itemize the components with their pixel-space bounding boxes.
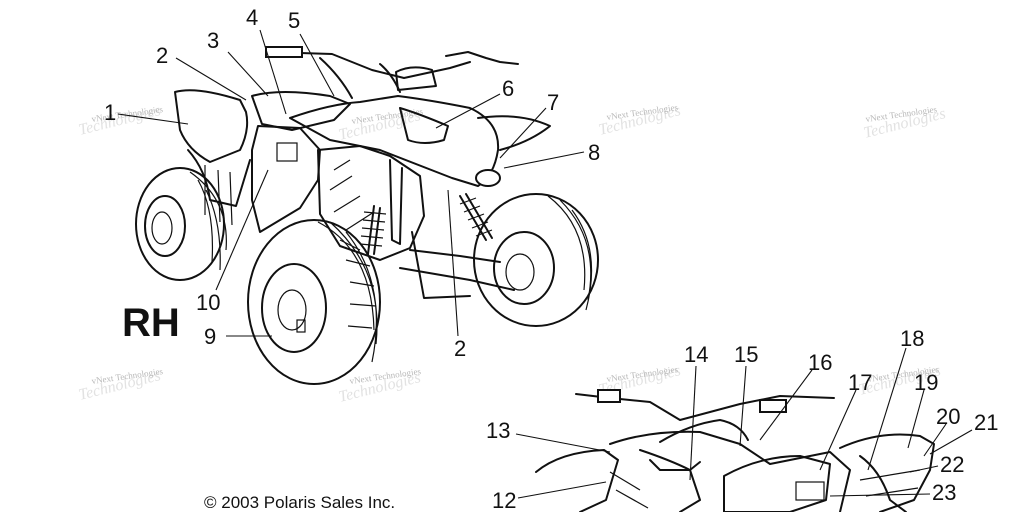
callout-2: 2 [156,43,168,68]
callout-14: 14 [684,342,708,367]
callout-numbers: 1 2 3 4 5 6 7 8 2 9 10 13 12 14 15 16 17… [104,5,998,512]
side-label: RH [122,301,180,345]
callout-8: 8 [588,140,600,165]
callout-10: 10 [196,290,220,315]
callout-18: 18 [900,326,924,351]
callout-1: 1 [104,100,116,125]
callout-15: 15 [734,342,758,367]
callout-23: 23 [932,480,956,505]
callout-3: 3 [207,28,219,53]
callout-4: 4 [246,5,258,30]
callout-22: 22 [940,452,964,477]
callout-12: 12 [492,488,516,512]
copyright-notice: © 2003 Polaris Sales Inc. [204,493,395,512]
leader-lines [117,29,973,499]
callout-19: 19 [914,370,938,395]
atv-drawing-rh [135,46,599,385]
callout-2-lower: 2 [454,336,466,361]
callout-21: 21 [974,410,998,435]
atv-drawing-lh [535,389,935,512]
callout-5: 5 [288,8,300,33]
callout-7: 7 [547,90,559,115]
callout-20: 20 [936,404,960,429]
callout-17: 17 [848,370,872,395]
callout-6: 6 [502,76,514,101]
callout-16: 16 [808,350,832,375]
callout-13: 13 [486,418,510,443]
callout-9: 9 [204,324,216,349]
